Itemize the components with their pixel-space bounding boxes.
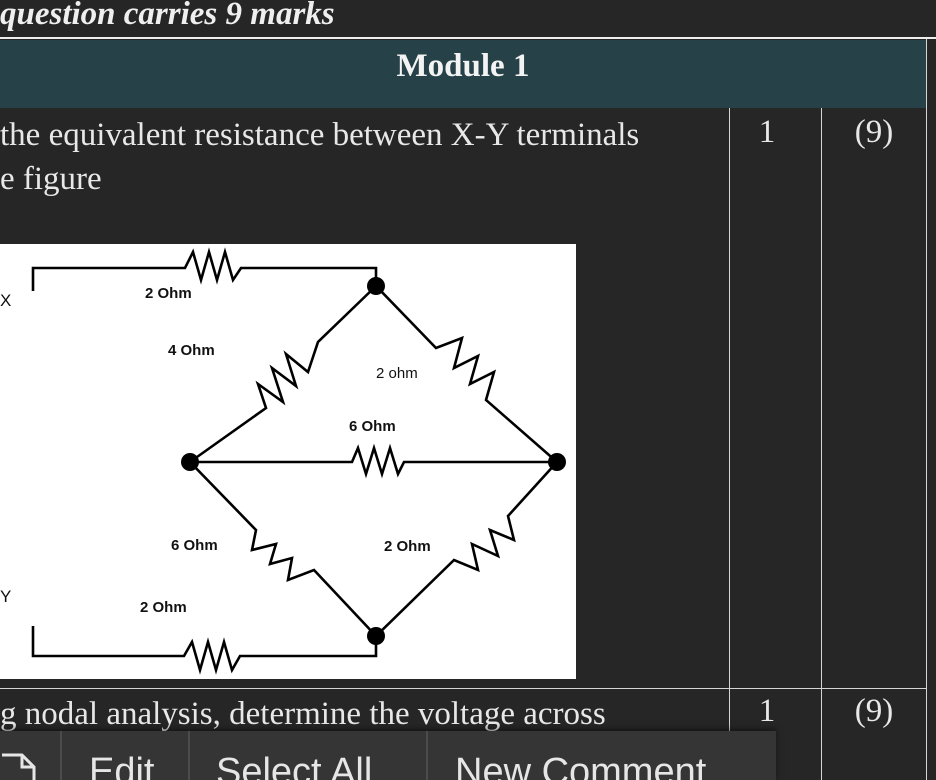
question-1-module: 1 (758, 114, 776, 150)
branch-lower-left (189, 461, 377, 637)
copy-icon[interactable] (0, 747, 40, 780)
toolbar-separator (60, 731, 62, 780)
label-r-middle: 6 Ohm (349, 418, 396, 435)
node-right (548, 453, 566, 471)
circuit-figure: X Y 2 Ohm 4 Ohm 2 ohm 6 Ohm 6 Ohm 2 Ohm … (0, 244, 576, 679)
module-header: Module 1 (0, 40, 926, 108)
question-1-marks: (9) (854, 114, 894, 150)
label-r-upper-left: 4 Ohm (168, 342, 215, 359)
row-divider (0, 688, 926, 689)
edit-button[interactable]: Edit (89, 751, 155, 780)
branch-upper-right (375, 285, 558, 463)
bottom-wire (31, 626, 378, 675)
branch-upper-left (189, 285, 377, 464)
table-top-row: question carries 9 marks (0, 0, 936, 39)
circuit-diagram: X Y 2 Ohm 4 Ohm 2 ohm 6 Ohm 6 Ohm 2 Ohm … (0, 247, 566, 675)
module-title: Module 1 (396, 48, 530, 84)
select-all-button[interactable]: Select All (216, 751, 373, 780)
marks-note: question carries 9 marks (0, 0, 335, 32)
label-r-upper-right: 2 ohm (376, 365, 418, 382)
label-r-lower-left: 6 Ohm (171, 537, 218, 554)
question-1-line-2: e figure (0, 161, 102, 197)
label-x: X (0, 291, 11, 310)
toolbar-separator (188, 731, 190, 780)
label-r-top: 2 Ohm (145, 285, 192, 302)
context-toolbar: Edit Select All New Comment (0, 731, 776, 780)
label-r-bottom: 2 Ohm (140, 599, 187, 616)
question-1-line-1: the equivalent resistance between X-Y te… (0, 117, 640, 153)
top-wire (31, 247, 378, 291)
question-2-module: 1 (758, 693, 776, 729)
label-r-lower-right: 2 Ohm (384, 538, 431, 555)
column-divider-2 (821, 108, 822, 780)
label-y: Y (0, 587, 11, 606)
node-top (367, 277, 385, 295)
question-2-marks: (9) (854, 693, 894, 729)
branch-middle (190, 443, 557, 479)
question-2-line-1: g nodal analysis, determine the voltage … (0, 696, 606, 732)
column-divider-3 (926, 39, 927, 780)
node-left (181, 453, 199, 471)
node-bottom (367, 627, 385, 645)
new-comment-button[interactable]: New Comment (455, 751, 707, 780)
column-divider-1 (729, 108, 730, 780)
branch-lower-right (375, 461, 558, 637)
toolbar-separator (426, 731, 428, 780)
